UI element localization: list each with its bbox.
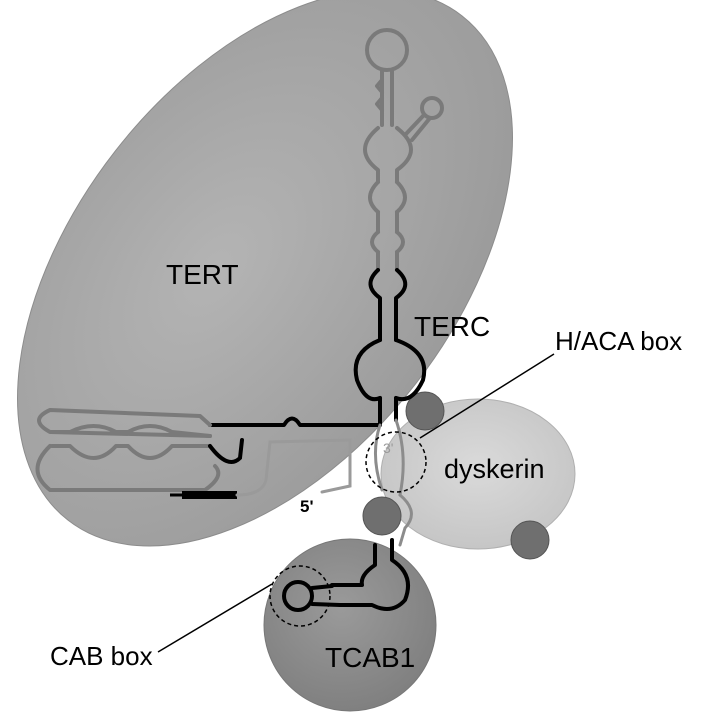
- small-protein-middle: [362, 496, 402, 536]
- three-prime-label: 3': [383, 440, 393, 456]
- terc-label: TERC: [414, 311, 490, 342]
- haca-hairpin: [373, 418, 413, 547]
- tert-protein: [17, 0, 513, 547]
- terc-upper-stem: [363, 28, 444, 272]
- terc-pseudoknot: [35, 408, 221, 492]
- haca-box-label: H/ACA box: [555, 326, 682, 356]
- five-prime-label: 5': [300, 497, 314, 516]
- terc-lower-stem: [208, 268, 427, 427]
- cab-box-highlight: [269, 565, 331, 627]
- tert-label: TERT: [166, 259, 239, 290]
- small-protein-top: [405, 391, 445, 431]
- tcab1-protein: [263, 538, 437, 712]
- cab-box-label: CAB box: [50, 641, 153, 671]
- haca-box-highlight: [365, 431, 427, 493]
- dyskerin-protein: [380, 398, 576, 550]
- template-strand: [235, 438, 352, 497]
- tcab1-label: TCAB1: [325, 642, 415, 673]
- small-protein-right: [510, 520, 550, 560]
- dyskerin-label: dyskerin: [444, 454, 545, 484]
- cab-box-leader: [157, 583, 273, 653]
- haca-box-leader: [419, 353, 555, 439]
- template-region: [182, 491, 237, 499]
- terc-pseudoknot-black-end: [208, 438, 244, 464]
